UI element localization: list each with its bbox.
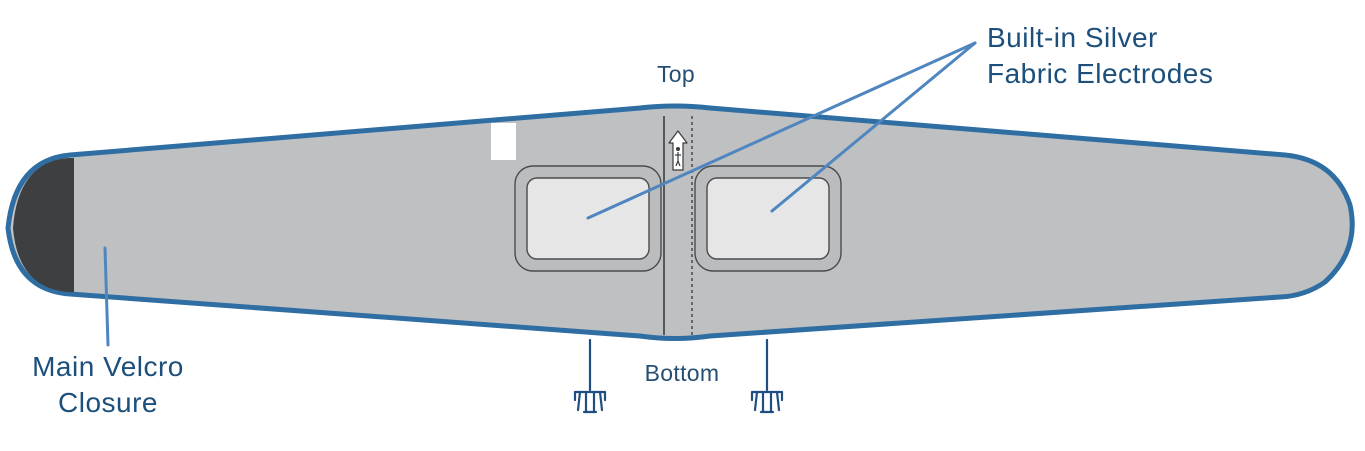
electrode-pad-right <box>694 165 842 272</box>
bottom-label: Bottom <box>645 360 720 386</box>
electrodes-label-line2: Fabric Electrodes <box>987 58 1213 89</box>
belt-body <box>5 103 1355 341</box>
velcro-label-line1: Main Velcro <box>32 351 184 382</box>
velcro-patch <box>13 158 74 292</box>
electrodes-label-line1: Built-in Silver <box>987 22 1158 53</box>
snap-connector-icon <box>573 338 607 414</box>
top-label: Top <box>657 61 695 87</box>
velcro-leader-line <box>103 246 110 347</box>
electrode-leader-lines <box>586 41 977 220</box>
up-arrow-person-icon <box>668 130 688 171</box>
velcro-label-line2: Closure <box>58 387 158 418</box>
snap-connector-icon <box>750 338 784 414</box>
label-tab <box>491 123 516 160</box>
